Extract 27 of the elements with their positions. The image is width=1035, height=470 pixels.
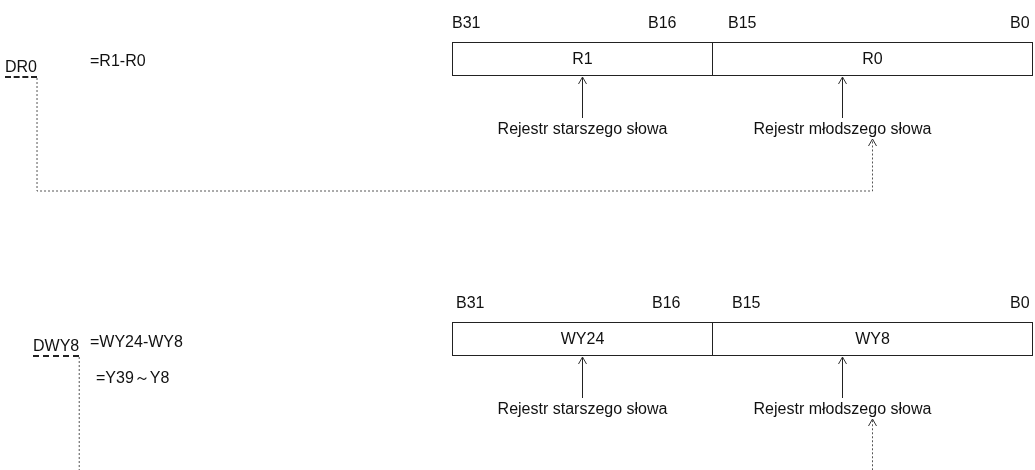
bit-label: B16 <box>648 14 677 32</box>
register-box: R0 <box>712 42 1033 76</box>
bit-label: B15 <box>732 294 761 312</box>
bit-label: B16 <box>652 294 681 312</box>
register-box: R1 <box>452 42 713 76</box>
equation-text: =Y39～Y8 <box>96 368 170 388</box>
bit-label: B0 <box>1010 14 1030 32</box>
variable-name: DWY8 <box>33 337 80 357</box>
register-caption: Rejestr starszego słowa <box>452 400 713 418</box>
arrow <box>838 356 847 399</box>
bit-label: B31 <box>452 14 481 32</box>
register-box: WY8 <box>712 322 1033 356</box>
bit-label: B31 <box>456 294 485 312</box>
bit-label: B0 <box>1010 294 1030 312</box>
equation-text: =R1-R0 <box>90 52 146 70</box>
dotted-arrow <box>78 356 877 470</box>
arrow <box>578 76 587 119</box>
register-caption: Rejestr młodszego słowa <box>712 120 973 138</box>
arrow <box>578 356 587 399</box>
register-caption: Rejestr młodszego słowa <box>712 400 973 418</box>
bit-label: B15 <box>728 14 757 32</box>
register-caption: Rejestr starszego słowa <box>452 120 713 138</box>
arrow <box>838 76 847 119</box>
dotted-arrow <box>36 77 877 192</box>
variable-name: DR0 <box>5 58 37 78</box>
register-box: WY24 <box>452 322 713 356</box>
equation-text: =WY24-WY8 <box>90 333 183 351</box>
